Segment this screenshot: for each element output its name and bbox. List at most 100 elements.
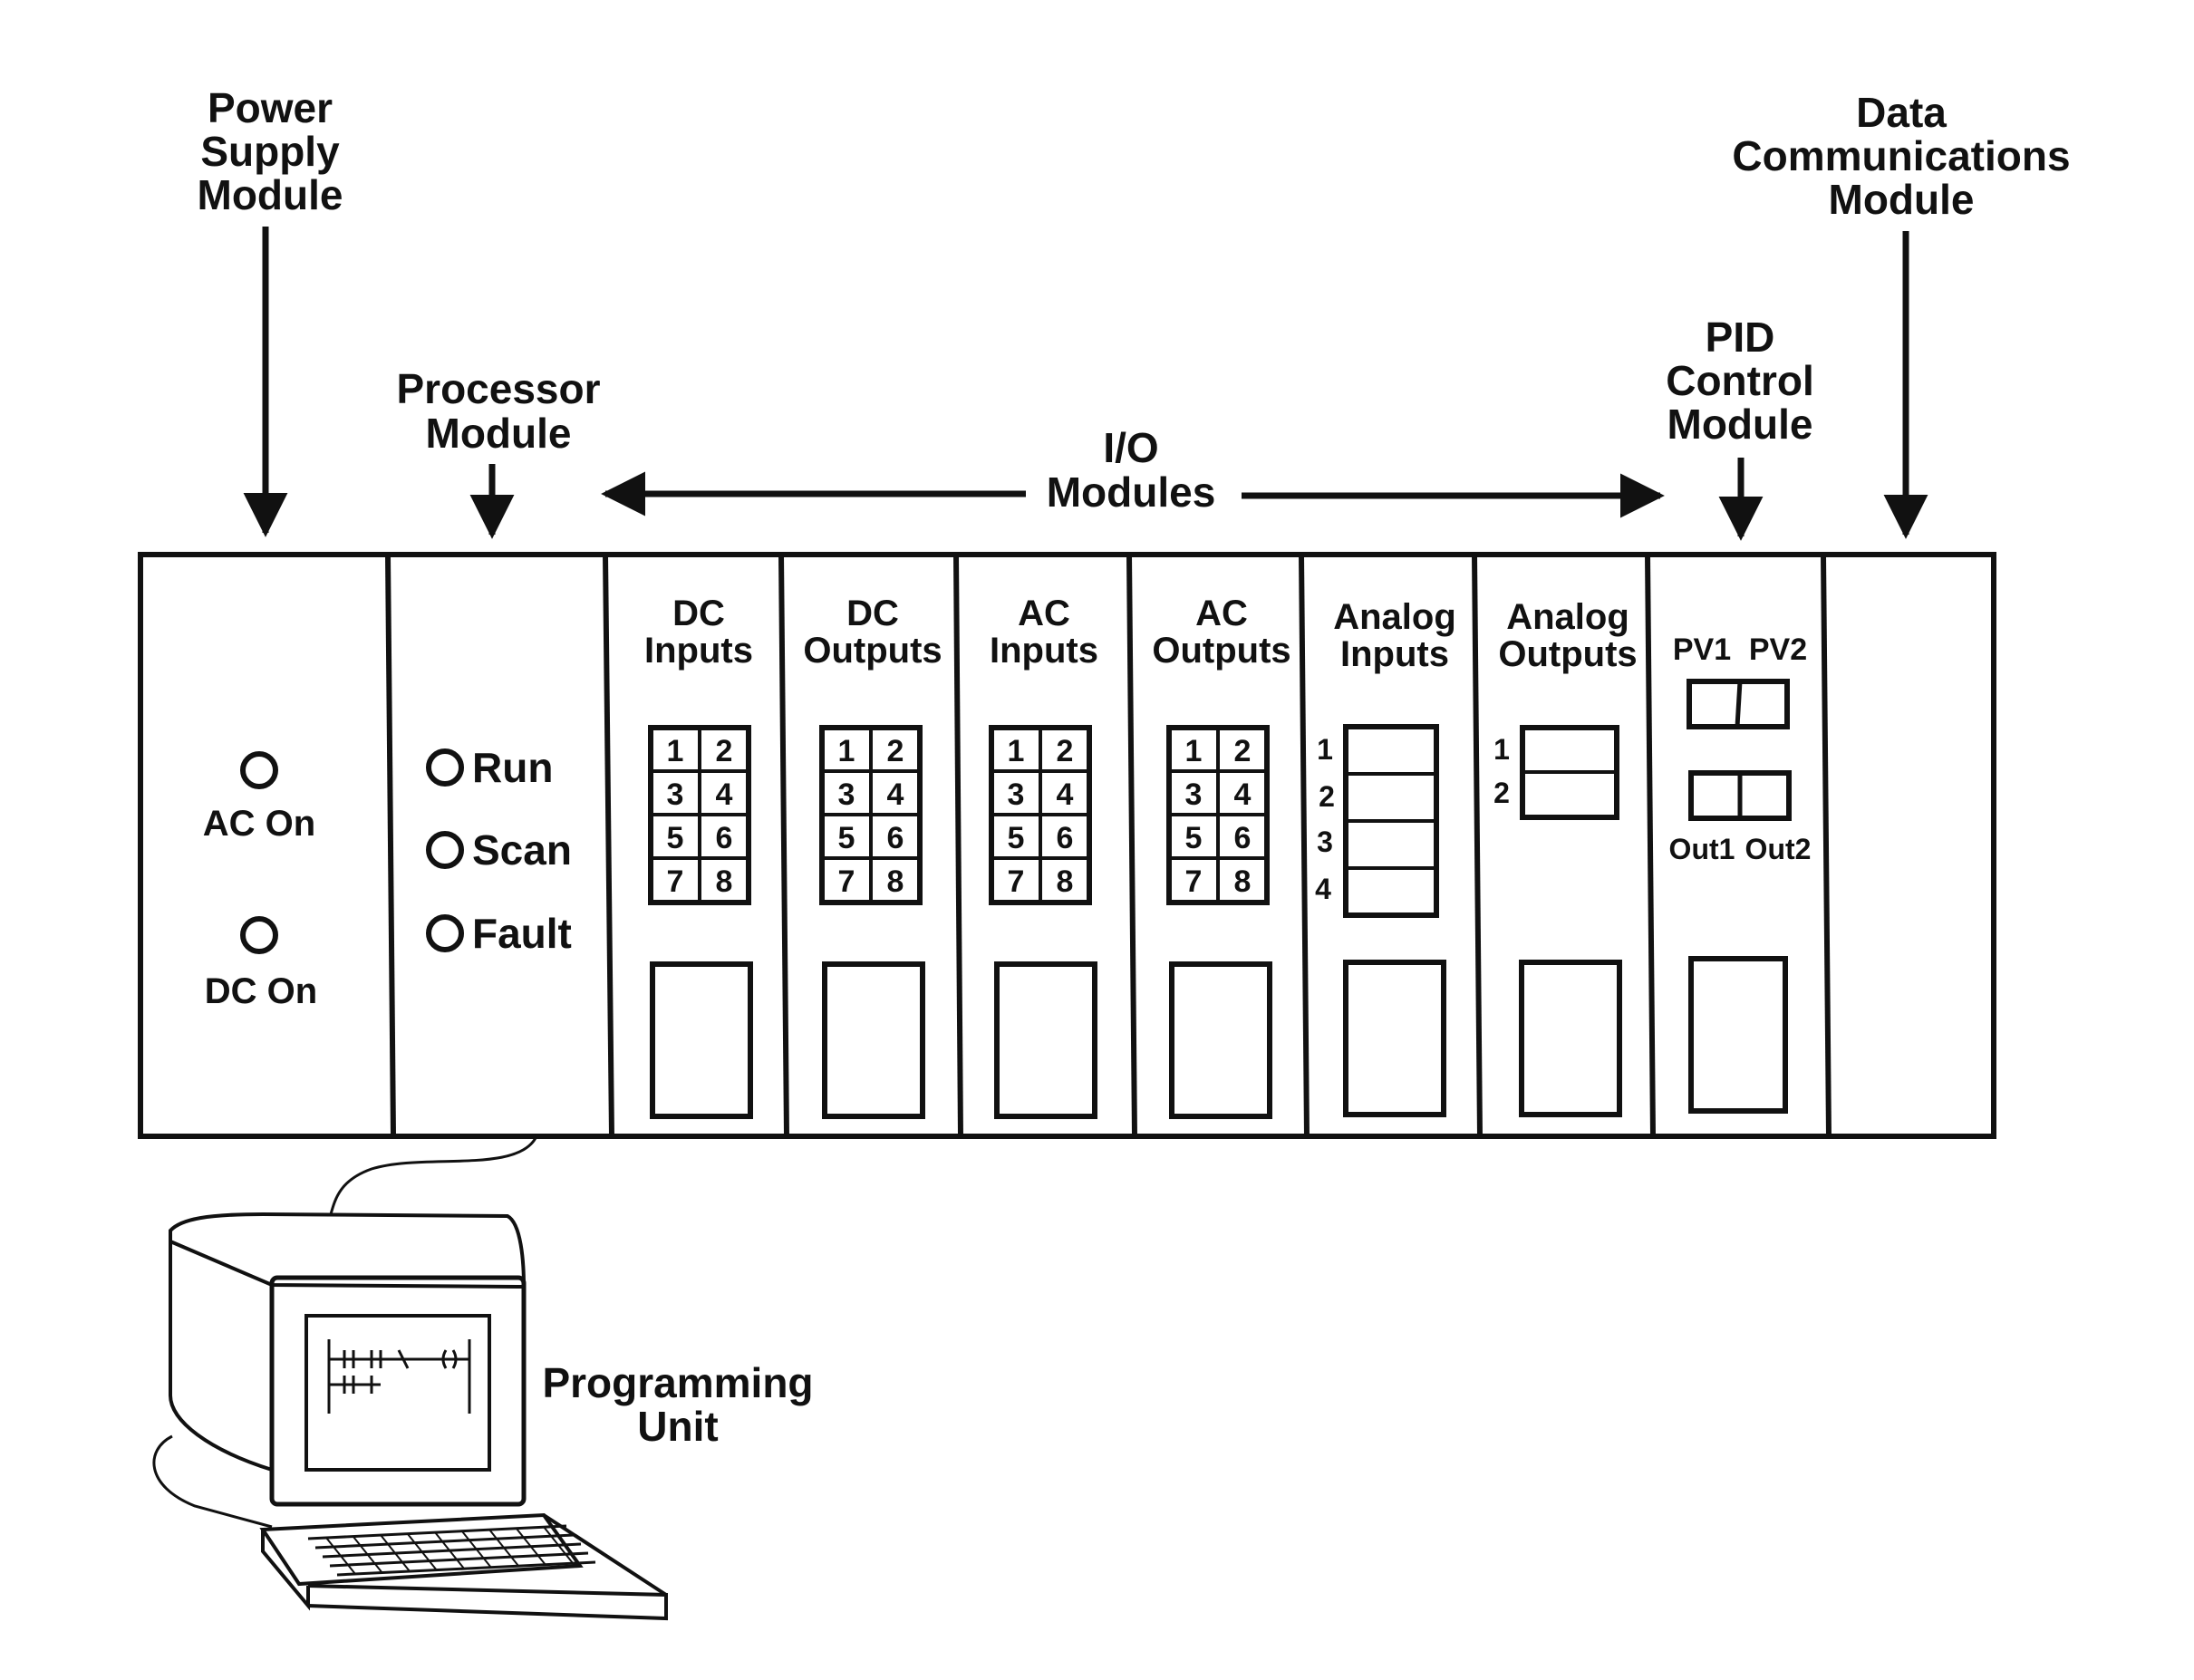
rack-divider	[1645, 554, 1656, 1137]
power-supply-callout-line3: Module	[198, 171, 343, 218]
processor-callout-line1: Processor	[396, 365, 600, 412]
channel-label: 3	[1317, 826, 1333, 858]
pid-callout-line2: Control	[1666, 357, 1814, 404]
channel-grid: 1 2	[1493, 725, 1619, 820]
module-title: Outputs	[1152, 631, 1290, 671]
monitor-screen	[304, 1314, 491, 1472]
programming-cable	[329, 1135, 538, 1215]
channel-label: 7	[667, 864, 684, 899]
io-module-analog-inputs: Analog Inputs 1 2 3 4	[1315, 597, 1456, 1117]
terminal-block	[822, 961, 925, 1119]
module-title: Inputs	[990, 631, 1098, 671]
io-module-ac-inputs: AC Inputs 1 2 3 4 5 6 7 8	[989, 594, 1098, 1119]
channel-label: 5	[1185, 821, 1203, 855]
channel-label: 1	[1493, 733, 1510, 766]
power-supply-callout-line2: Supply	[200, 128, 340, 175]
programming-unit-icon	[152, 1212, 668, 1621]
channel-label: 5	[667, 821, 684, 855]
module-title: DC	[846, 594, 899, 633]
fault-label: Fault	[472, 910, 572, 957]
scan-label: Scan	[472, 826, 572, 874]
channel-label: 5	[1008, 821, 1025, 855]
power-supply-callout: Power Supply Module	[198, 84, 343, 537]
channel-label: 3	[838, 777, 855, 812]
fault-indicator-icon	[426, 914, 464, 952]
channel-label: 7	[838, 864, 855, 899]
io-module-analog-outputs: Analog Outputs 1 2	[1493, 597, 1638, 1117]
data-comm-callout-line1: Data	[1856, 89, 1947, 136]
rack-frame	[138, 552, 1996, 1139]
keyboard-keys	[307, 1524, 596, 1577]
channel-label: 8	[887, 864, 904, 899]
channel-label: 4	[1057, 777, 1074, 812]
channel-label: 3	[1185, 777, 1203, 812]
rack-divider	[385, 554, 396, 1137]
channel-label: 5	[838, 821, 855, 855]
rack-divider	[1821, 554, 1832, 1137]
module-title: DC	[672, 594, 725, 633]
rack-divider	[603, 554, 614, 1137]
rack-divider	[1472, 554, 1483, 1137]
module-title: Outputs	[803, 631, 942, 671]
processor-callout-line2: Module	[426, 410, 572, 457]
io-module-dc-inputs: DC Inputs 1 2 3 4 5 6 7 8	[644, 594, 753, 1119]
scan-indicator-icon	[426, 831, 464, 869]
io-module-ac-outputs: AC Outputs 1 2 3 4 5 6 7 8	[1152, 594, 1291, 1119]
channel-label: 3	[1008, 777, 1025, 812]
terminal-block	[1343, 960, 1446, 1117]
channel-label: 6	[1057, 821, 1074, 855]
rack-divider	[953, 554, 963, 1137]
programming-unit-label-line2: Unit	[637, 1403, 718, 1450]
module-title: Inputs	[1340, 634, 1449, 674]
out1-label: Out1	[1669, 833, 1735, 865]
terminal-block	[1519, 960, 1622, 1117]
plc-rack	[138, 552, 1996, 1139]
channel-label: 6	[716, 821, 733, 855]
dc-on-label: DC On	[205, 971, 317, 1011]
channel-label: 6	[887, 821, 904, 855]
channel-label: 7	[1008, 864, 1025, 899]
power-supply-module: AC On DC On	[203, 751, 317, 1011]
module-title: AC	[1195, 594, 1248, 633]
channel-label: 4	[887, 777, 904, 812]
channel-label: 3	[667, 777, 684, 812]
terminal-block	[650, 961, 753, 1119]
channel-label: 2	[887, 734, 904, 768]
rack-divider	[1126, 554, 1137, 1137]
channel-grid: 1 2 3 4 5 6 7 8	[989, 725, 1092, 905]
pid-callout-line1: PID	[1706, 314, 1775, 361]
ladder-logic-icon	[327, 1339, 471, 1414]
channel-label: 2	[1234, 734, 1252, 768]
pid-control-module: PV1 PV2 Out1 Out2	[1669, 632, 1811, 1114]
channel-label: 2	[716, 734, 733, 768]
terminal-block	[1169, 961, 1272, 1119]
terminal-block	[1688, 956, 1788, 1114]
data-comm-callout: Data Communications Module	[1732, 89, 2071, 539]
channel-label: 2	[1319, 780, 1335, 813]
channel-label: 2	[1493, 777, 1510, 809]
run-label: Run	[472, 744, 553, 791]
data-comm-callout-line3: Module	[1829, 176, 1975, 223]
pid-callout-line3: Module	[1667, 401, 1813, 448]
power-supply-callout-line1: Power	[208, 84, 333, 131]
processor-module: Run Scan Fault	[426, 744, 572, 957]
channel-label: 1	[1008, 734, 1025, 768]
module-title: Inputs	[644, 631, 753, 671]
run-indicator-icon	[426, 748, 464, 787]
channel-label: 1	[667, 734, 684, 768]
module-title: Analog	[1506, 597, 1629, 637]
module-title: Analog	[1333, 597, 1456, 637]
terminal-block	[994, 961, 1097, 1119]
ac-on-label: AC On	[203, 804, 315, 844]
ac-on-indicator-icon	[240, 751, 278, 789]
channel-label: 6	[1234, 821, 1252, 855]
channel-label: 4	[1234, 777, 1252, 812]
channel-label: 8	[716, 864, 733, 899]
channel-grid: 1 2 3 4 5 6 7 8	[1166, 725, 1270, 905]
pid-callout: PID Control Module	[1666, 314, 1814, 541]
io-callout: I/O Modules	[601, 424, 1665, 518]
dc-on-indicator-icon	[240, 916, 278, 954]
rack-divider	[778, 554, 789, 1137]
channel-label: 8	[1057, 864, 1074, 899]
channel-label: 1	[838, 734, 855, 768]
